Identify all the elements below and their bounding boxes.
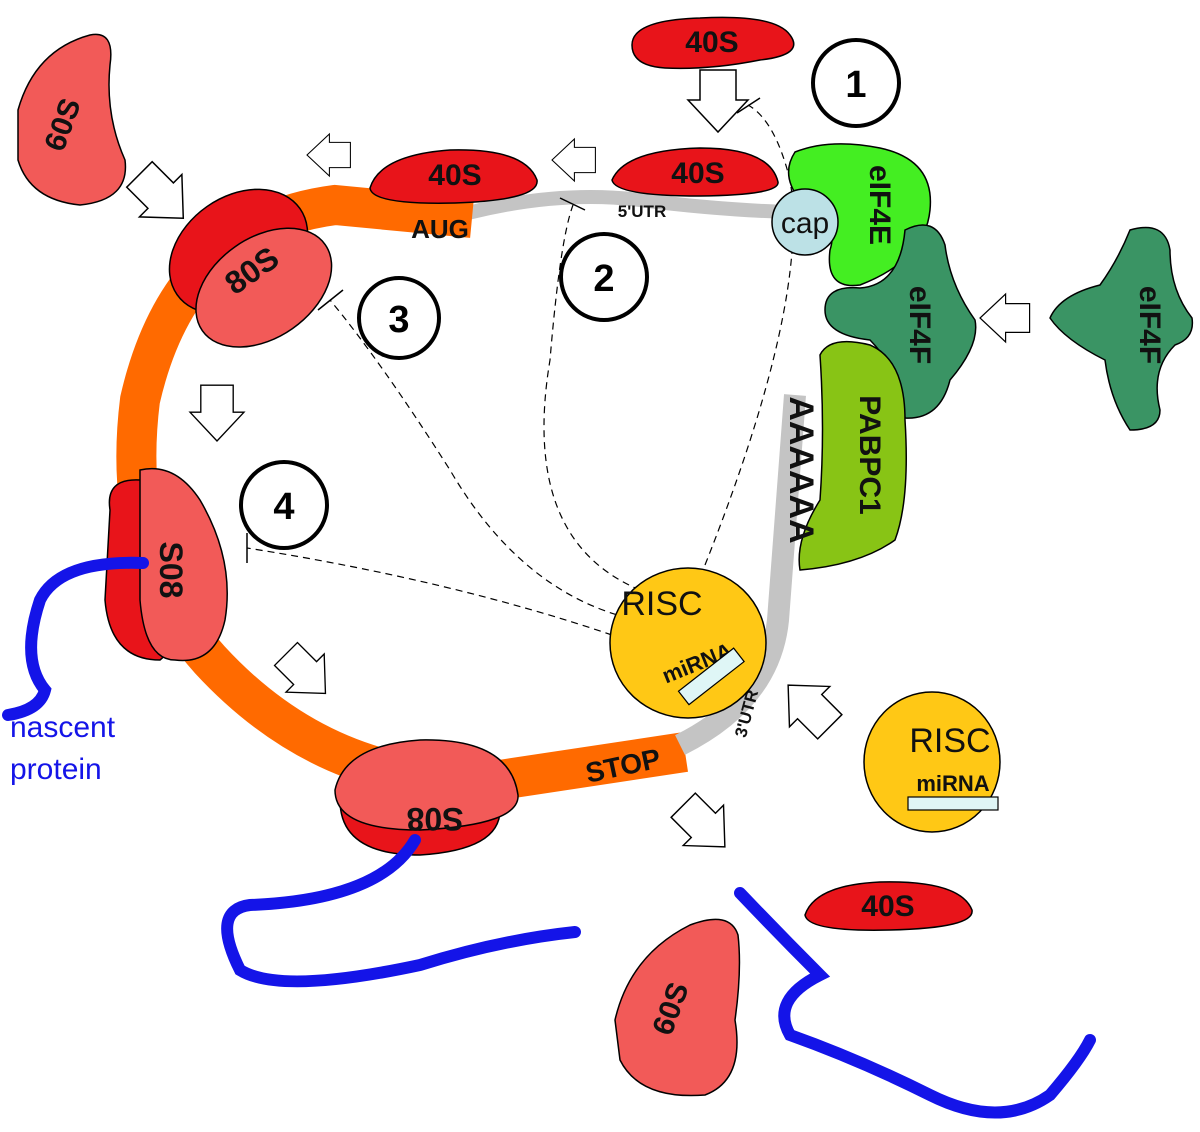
ribosome-elongating-left-label: S08: [153, 542, 189, 599]
subunit-40s-at-aug-label: 40S: [428, 159, 481, 192]
risc-bound: RISC miRNA: [609, 567, 767, 719]
arrow-scanning-2: [306, 133, 351, 177]
pabpc1-label: PABPC1: [853, 395, 886, 514]
ribosome-80s-initiating: 80S: [168, 188, 333, 348]
mrna-3utr-segment: [675, 394, 806, 755]
eif4e-label: eIF4E: [863, 165, 896, 245]
protein-chain-left: [2, 556, 149, 721]
arrow-scanning-1: [551, 138, 596, 182]
risc-free-label: RISC: [909, 722, 990, 760]
risc-free: RISC miRNA: [863, 691, 1001, 833]
step-marker-1-number: 1: [845, 64, 866, 106]
subunit-60s-free-top: 60S: [17, 33, 127, 206]
subunit-40s-scanning-cap: 40S: [611, 147, 779, 197]
risc-bound-label: RISC: [621, 585, 702, 623]
mrna-cap: cap: [771, 188, 839, 256]
ribosome-terminating-label: S08: [407, 801, 464, 837]
ribosome-terminating: S08: [334, 739, 519, 856]
mrna-cap-label: cap: [781, 207, 829, 240]
arrow-risc-binding: [767, 664, 851, 748]
subunit-40s-scanning-cap-label: 40S: [671, 157, 724, 190]
inhibition-bar-3: [317, 289, 344, 311]
nascent-protein-label-line2: protein: [10, 753, 102, 786]
nascent-protein-label-line1: nascent: [10, 711, 116, 744]
inhibition-line-4: [246, 547, 613, 636]
eif4f-bound-label: eIF4F: [903, 286, 936, 364]
arrow-40s-to-cap: [687, 69, 749, 133]
inhibition-bar-1: [736, 97, 761, 114]
arrow-elongation-1: [189, 384, 245, 442]
poly-a-tail-label: AAAAAA: [782, 396, 820, 543]
eif4f-bound: eIF4F: [824, 224, 977, 419]
protein-chain-bottom: [221, 834, 581, 988]
inhibition-bars: [246, 97, 761, 563]
step-marker-1: 1: [811, 38, 901, 128]
step-marker-2: 2: [559, 232, 649, 322]
inhibition-line-2: [543, 204, 641, 591]
inhibition-bar-2: [559, 197, 586, 211]
protein-chain-released: [734, 887, 1096, 1119]
step-marker-2-number: 2: [593, 258, 614, 300]
ribosome-elongating-left: S08: [104, 467, 228, 662]
subunit-60s-released: 60S: [614, 918, 741, 1097]
inhibition-line-3: [329, 299, 629, 619]
utr5-label: 5'UTR: [618, 202, 666, 221]
eif4f-free-label: eIF4F: [1133, 286, 1166, 364]
step-marker-4: 4: [239, 460, 329, 550]
pabpc1-factor: PABPC1: [798, 340, 907, 571]
step-marker-3: 3: [357, 276, 441, 360]
step-marker-3-number: 3: [388, 299, 409, 341]
subunit-40s-free-top-label: 40S: [685, 26, 738, 59]
subunit-40s-at-aug: 40S: [369, 149, 538, 204]
start-codon-label: AUG: [411, 214, 469, 244]
arrow-eif4f-binding: [979, 293, 1031, 343]
subunit-40s-released-label: 40S: [861, 890, 914, 923]
risc-free-mirna-label: miRNA: [916, 771, 989, 796]
mrna-5utr-segment: [466, 189, 791, 220]
risc-free-mirna-strand: [907, 796, 999, 811]
eif4f-free: eIF4F: [1049, 226, 1194, 431]
risc-bound-mirna-strand: [677, 647, 745, 706]
subunit-40s-released: 40S: [804, 881, 973, 931]
nascent-protein-chains: [2, 556, 1096, 1119]
arrow-termination: [662, 784, 746, 868]
step-marker-4-number: 4: [273, 486, 294, 528]
subunit-40s-free-top: 40S: [631, 16, 795, 70]
